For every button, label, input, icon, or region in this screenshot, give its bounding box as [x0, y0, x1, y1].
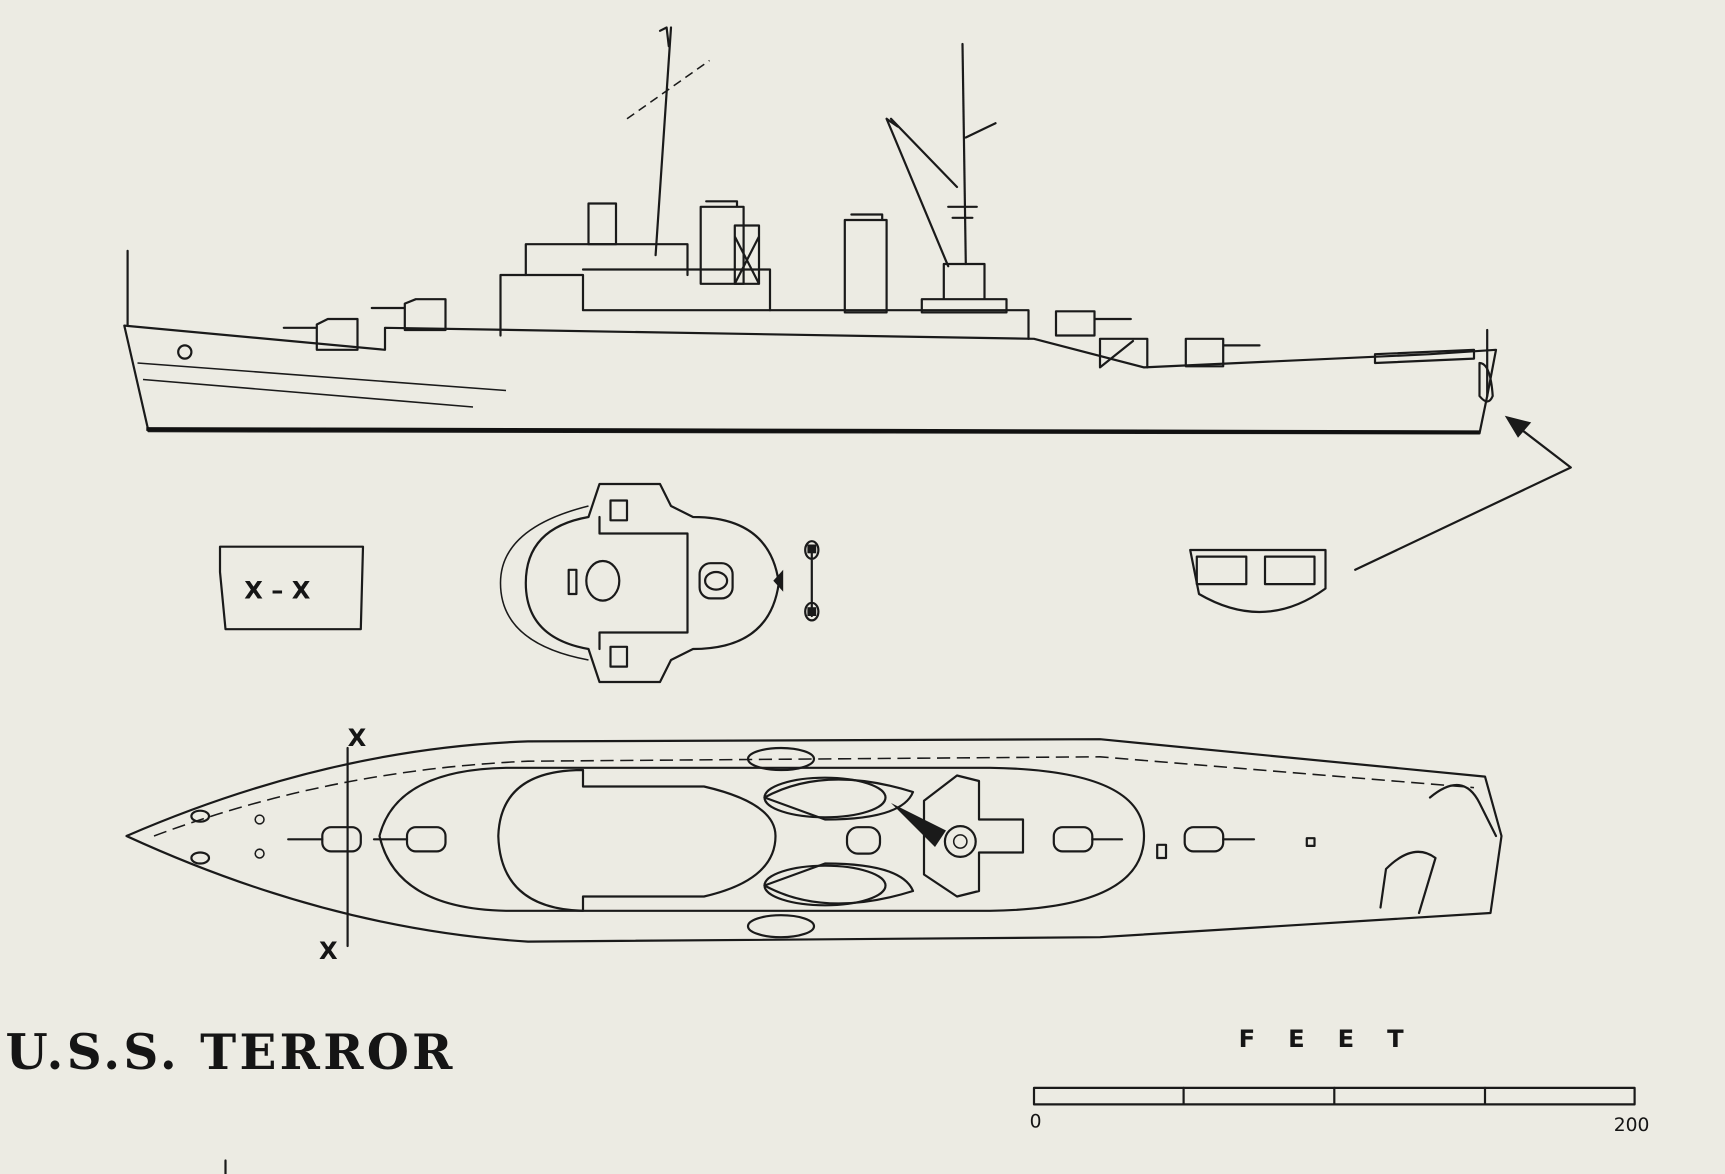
- section-marker-bottom: X: [319, 937, 338, 965]
- gun-turret: [1052, 826, 1124, 853]
- gun-turret: [370, 298, 447, 332]
- side-profile-view: [123, 26, 1572, 571]
- scale-bar: FEET 0 200: [1030, 1025, 1650, 1136]
- gun-turret: [287, 826, 362, 853]
- scale-min-label: 0: [1030, 1112, 1042, 1133]
- section-marker-top: X: [348, 724, 367, 752]
- gun-turret: [1183, 826, 1256, 853]
- scale-unit-label: FEET: [1239, 1025, 1437, 1053]
- gun-turret: [372, 826, 447, 853]
- scale-max-label: 200: [1614, 1115, 1650, 1136]
- bow-section-view: [1189, 548, 1327, 613]
- gun-turret: [282, 317, 359, 351]
- section-x-x: X – X: [218, 545, 365, 631]
- deck-plan-view: X X: [125, 724, 1503, 965]
- ship-title: U.S.S. TERROR: [6, 1025, 456, 1081]
- gun-turret: [1054, 310, 1132, 337]
- bridge-plan-detail: [499, 482, 820, 684]
- gun-turret: [1184, 337, 1261, 368]
- section-label: X – X: [244, 576, 311, 604]
